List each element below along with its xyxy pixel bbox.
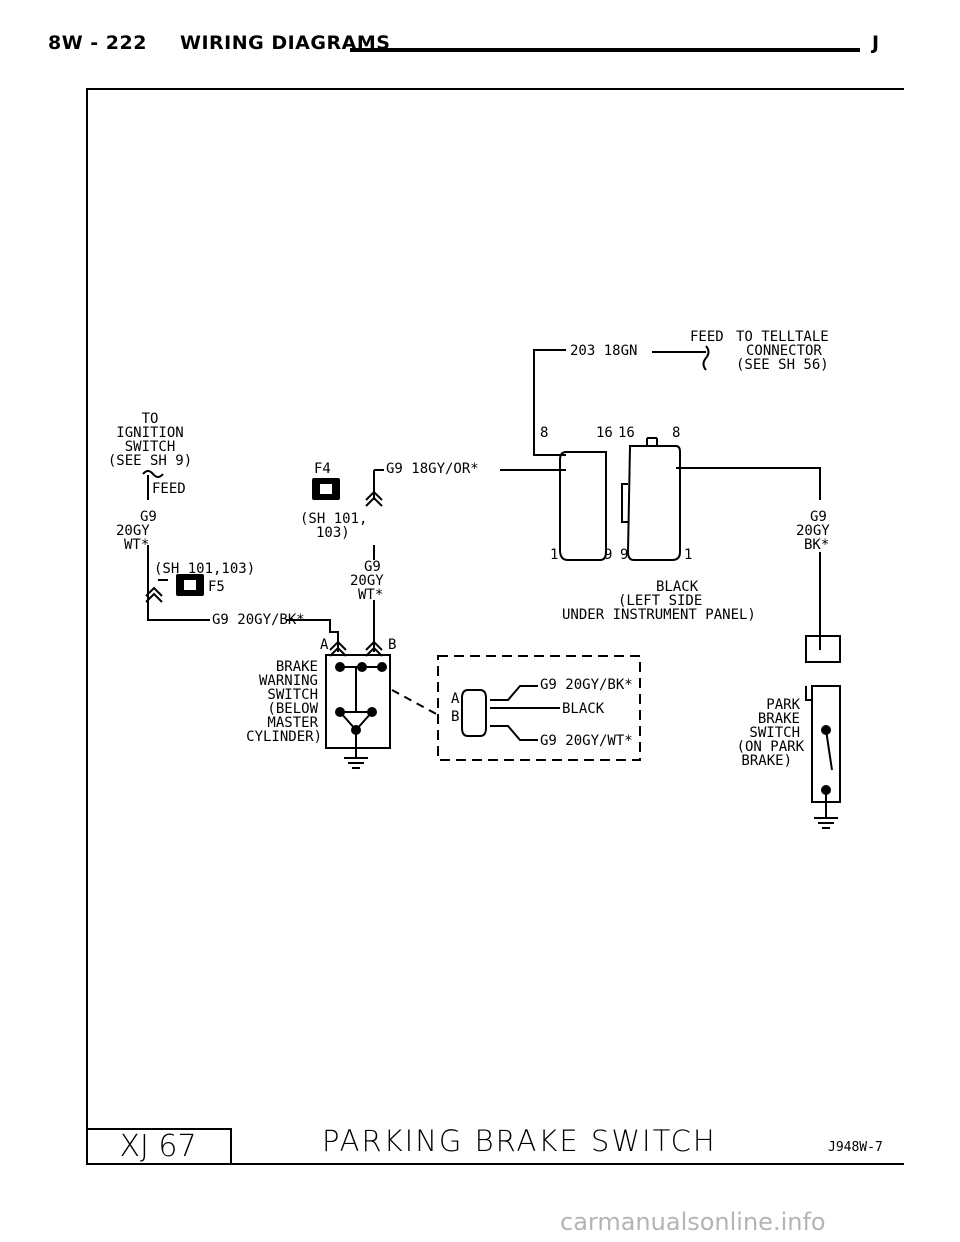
callout-line — [391, 689, 441, 717]
inset-wire-bot: G9 20GY/WT* — [540, 733, 633, 749]
park-tab — [805, 686, 812, 701]
inset-connector — [461, 689, 487, 737]
ignition-line2: SWITCH — [124, 439, 176, 455]
inset-wires — [490, 685, 560, 741]
inset-wire-top: G9 20GY/BK* — [540, 677, 633, 693]
brake-line2: WARNING — [258, 673, 318, 689]
f5-arrow — [145, 586, 163, 603]
inset-pin-b: B — [451, 709, 460, 725]
ignition-wire3: WT* — [124, 537, 150, 553]
connector-latch — [621, 483, 628, 523]
park-switch-body — [811, 685, 841, 803]
ignition-down-wire — [147, 545, 210, 621]
page-number: 8W - 222 — [48, 32, 147, 54]
figure-code: J948W-7 — [828, 1140, 883, 1155]
diagram-frame — [86, 88, 904, 1165]
brake-line3: SWITCH — [267, 687, 318, 703]
pin-right-top: 8 — [672, 425, 681, 441]
connector-key — [646, 437, 658, 446]
ignition-feed-label: FEED — [152, 481, 186, 497]
ignition-wire2: 20GY — [116, 523, 150, 539]
ignition-line1: IGNITION — [116, 425, 184, 441]
connector-loc1: (LEFT SIDE — [618, 593, 703, 609]
telltale-line3: (SEE SH 56) — [736, 357, 829, 373]
section-title: WIRING DIAGRAMS — [180, 32, 391, 54]
inset-color: BLACK — [562, 701, 605, 717]
connector-left-body — [559, 451, 607, 561]
connector-color: BLACK — [656, 579, 699, 595]
brake-line4: (BELOW — [267, 701, 318, 717]
header-rule — [350, 48, 860, 52]
telltale-feed-label: FEED — [690, 329, 724, 345]
brake-switch-body — [325, 654, 391, 749]
brake-line1: BRAKE — [275, 659, 318, 675]
park-line5: BRAKE) — [741, 753, 792, 769]
f4-arrow — [365, 490, 383, 507]
pin-mid-d: 9 — [620, 547, 629, 563]
ignition-break — [142, 470, 164, 478]
park-feed-wire — [676, 467, 821, 650]
park-wire1: G9 — [810, 509, 827, 525]
watermark: carmanualsonline.info — [560, 1208, 826, 1236]
park-line4: (ON PARK — [736, 739, 804, 755]
f4-wire — [373, 469, 384, 652]
park-line3: SWITCH — [749, 725, 800, 741]
park-line1: PARK — [766, 697, 800, 713]
telltale-break — [702, 345, 710, 371]
telltale-line2: CONNECTOR — [746, 343, 822, 359]
fuse-f4-label: F4 — [314, 461, 331, 477]
pin-left-bot: 1 — [550, 547, 559, 563]
pin-mid-a: 16 — [596, 425, 613, 441]
inset-box — [437, 655, 641, 761]
park-wire2: 20GY — [796, 523, 830, 539]
model-box: XJ 67 — [86, 1128, 232, 1165]
connector-right-body — [626, 445, 681, 561]
pin-mid-c: 9 — [604, 547, 613, 563]
park-line2: BRAKE — [757, 711, 800, 727]
pin-mid-b: 16 — [618, 425, 635, 441]
bk-wire-to-a — [286, 619, 339, 652]
fuse-f5-label: F5 — [208, 579, 225, 595]
pin-b-arrow — [365, 640, 383, 657]
park-wire3: BK* — [804, 537, 830, 553]
brake-pin-b: B — [388, 637, 397, 653]
brake-line6: CYLINDER) — [246, 729, 322, 745]
ignition-wire1: G9 — [140, 509, 157, 525]
header-letter: J — [872, 32, 880, 54]
brake-line5: MASTER — [267, 715, 318, 731]
diagram-title: PARKING BRAKE SWITCH — [322, 1124, 717, 1158]
f4-wire2: 20GY — [350, 573, 384, 589]
brake-switch-contacts — [340, 666, 382, 713]
f4-sheet2: 103) — [316, 525, 350, 541]
ignition-to: TO — [141, 411, 159, 427]
ignition-sheet: (SH 101,103) — [154, 561, 256, 577]
park-connector-top — [805, 635, 841, 663]
pin-right-bot: 1 — [684, 547, 693, 563]
brake-ground — [344, 748, 368, 769]
connector-loc2: UNDER INSTRUMENT PANEL) — [562, 607, 756, 623]
f4-wire3: WT* — [358, 587, 384, 603]
feed-203-wire — [533, 349, 566, 456]
telltale-line1: TO TELLTALE — [736, 329, 829, 345]
brake-pin-a: A — [320, 637, 329, 653]
f4-sheet1: (SH 101, — [300, 511, 368, 527]
pin-a-arrow — [329, 640, 347, 657]
wire-or-label: G9 18GY/OR* — [386, 461, 479, 477]
park-ground — [814, 802, 838, 829]
feed-wire-label: 203 18GN — [570, 343, 638, 359]
f4-wire1: G9 — [364, 559, 381, 575]
inset-pin-a: A — [451, 691, 460, 707]
ignition-line3: (SEE SH 9) — [107, 453, 193, 469]
wire-bk-label: G9 20GY/BK* — [212, 612, 305, 628]
pin-left-top: 8 — [540, 425, 549, 441]
